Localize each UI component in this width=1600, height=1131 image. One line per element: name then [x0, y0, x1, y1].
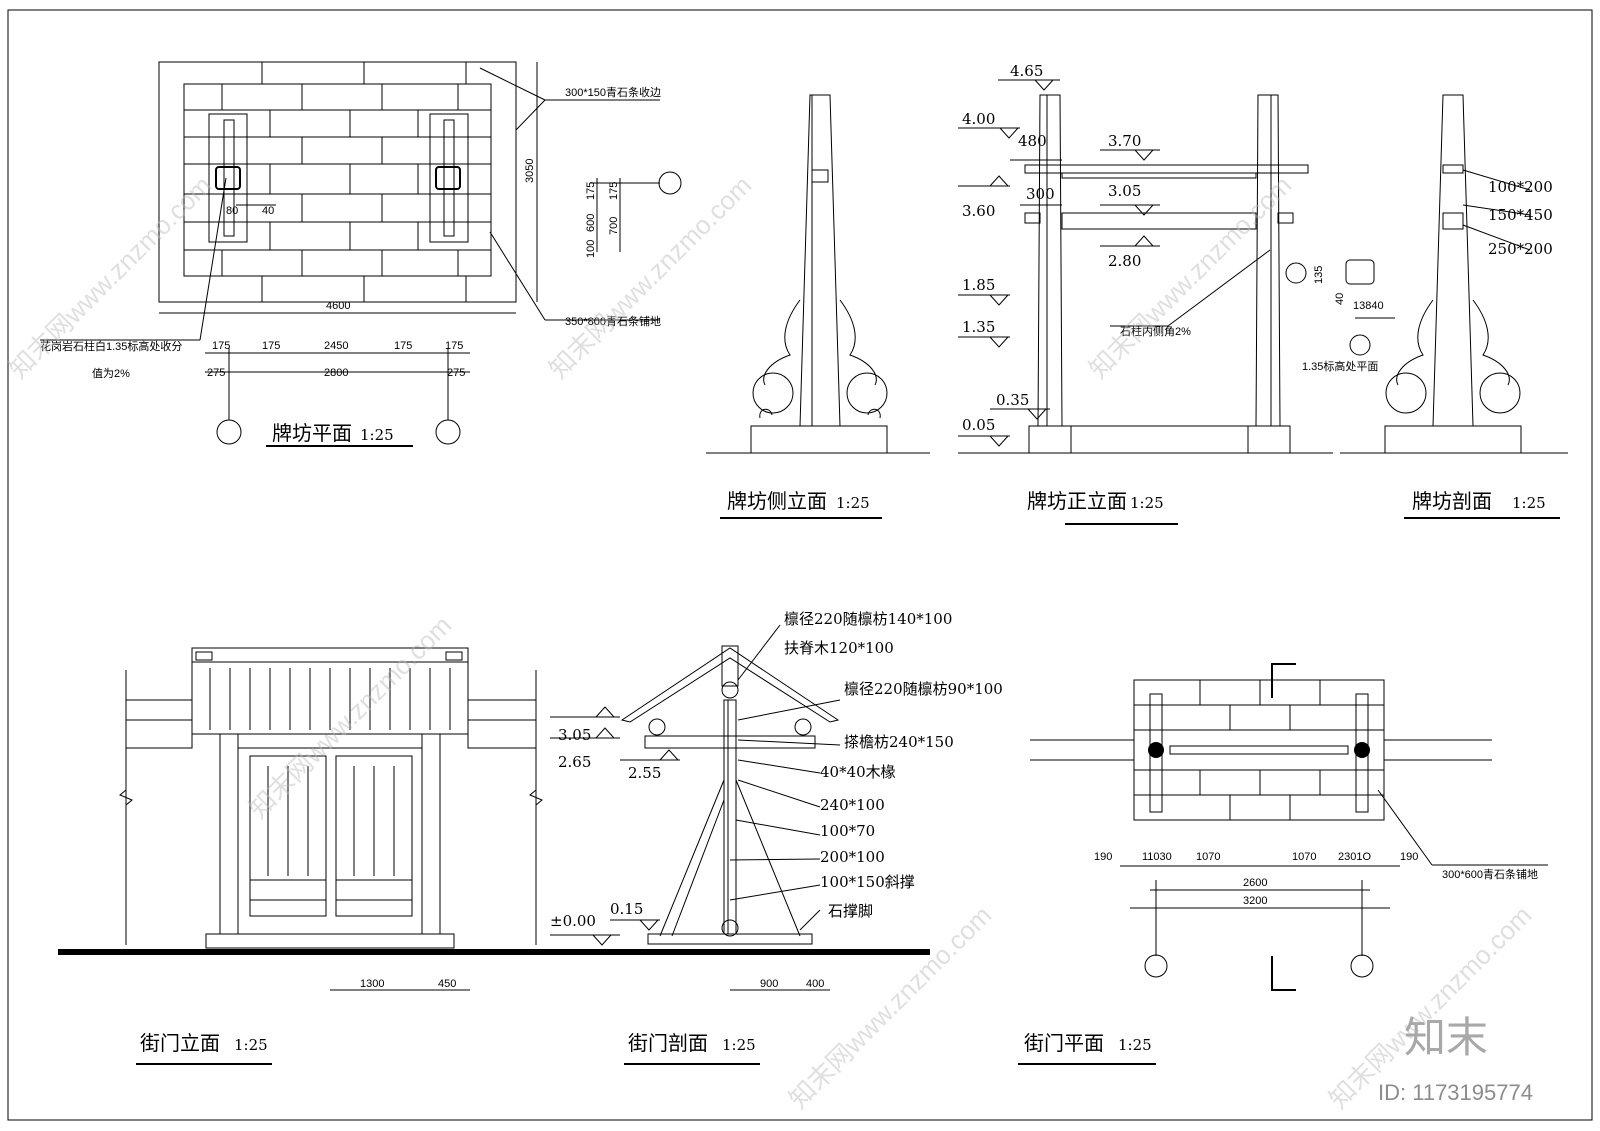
- plan-dim-j: 40: [262, 205, 274, 217]
- front-level-5: 2.80: [1108, 252, 1141, 270]
- gate-sect-title: 街门剖面: [628, 1031, 708, 1055]
- paifang-side-elevation: 牌坊侧立面 1:25: [706, 94, 930, 519]
- section-dim-13840: 13840: [1353, 300, 1384, 312]
- plan-dim-o: 700: [608, 217, 620, 235]
- front-title: 牌坊正立面: [1027, 489, 1127, 513]
- front-level-8: 0.35: [996, 391, 1029, 409]
- paifang-plan: 300*150青石条收边 350*800青石条铺地 花岗岩石柱白1.35标高处收…: [40, 61, 682, 447]
- gate-elev-title: 街门立面: [140, 1031, 220, 1055]
- plan-dim-m: 100: [585, 240, 597, 258]
- front-level-0: 4.65: [1010, 62, 1043, 80]
- plan-dim-g: 2800: [324, 367, 348, 379]
- front-level-6: 1.85: [962, 276, 995, 294]
- gate-plan-note: 300*600青石条铺地: [1442, 867, 1538, 881]
- gate-sect-label-3: 搽檐枋240*150: [844, 733, 954, 751]
- section-title: 牌坊剖面: [1412, 489, 1492, 513]
- gate-sect-level-4: 0.15: [610, 900, 643, 918]
- gate-sect-label-7: 200*100: [820, 848, 885, 866]
- gate-section: 3.05 2.65 2.55 ±0.00 0.15 檩径220随檩枋140*10…: [550, 610, 1003, 1065]
- gate-elev-dim-1300: 1300: [360, 978, 384, 990]
- section-dim-135: 135: [1313, 266, 1325, 284]
- gate-elev-scale: 1:25: [234, 1036, 268, 1054]
- front-note: 石柱内侧角2%: [1120, 324, 1191, 338]
- gate-sect-scale: 1:25: [722, 1036, 756, 1054]
- plan-dim-b: 175: [262, 340, 280, 352]
- sheet-border: [7, 9, 1593, 1121]
- watermark-id: ID: 1173195774: [1378, 1080, 1533, 1105]
- section-scale: 1:25: [1512, 494, 1546, 512]
- section-dim-40: 40: [1334, 293, 1346, 305]
- watermark-logo: 知末: [1404, 1013, 1488, 1062]
- plan-dim-f: 275: [207, 367, 225, 379]
- front-level-4: 3.05: [1108, 182, 1141, 200]
- gate-sect-level-3: ±0.00: [550, 912, 596, 930]
- gate-sect-level-2: 2.55: [628, 764, 661, 782]
- gate-sect-dim-400: 400: [806, 978, 824, 990]
- gate-sect-level-0: 3.05: [558, 726, 591, 744]
- plan-dim-k: 175: [585, 182, 597, 200]
- gate-sect-label-2: 檩径220随檩枋90*100: [844, 680, 1003, 698]
- gate-plan-scale: 1:25: [1118, 1036, 1152, 1054]
- paifang-section: 100*200 150*450 250*200 1.35标高处平面 135 40…: [1285, 94, 1568, 519]
- gate-elev-dim-450: 450: [438, 978, 456, 990]
- plan-title: 牌坊平面: [272, 421, 352, 445]
- watermark-text: 知末网www.znzmo.com: [783, 900, 997, 1114]
- plan-dim-l: 175: [608, 182, 620, 200]
- watermark-text: 知末网www.znzmo.com: [243, 610, 457, 824]
- gate-sect-label-4: 40*40木椽: [820, 763, 896, 781]
- gate-sect-dim-900: 900: [760, 978, 778, 990]
- gate-sect-label-0: 檩径220随檩枋140*100: [784, 610, 952, 628]
- plan-dim-width: 4600: [326, 300, 350, 312]
- front-dim-480: 480: [1018, 132, 1047, 150]
- gate-plan-dim-0: 190: [1094, 851, 1112, 863]
- plan-dim-height: 3050: [524, 159, 536, 183]
- plan-dim-c: 2450: [324, 340, 348, 352]
- gate-plan-dim-5: 190: [1400, 851, 1418, 863]
- gate-sect-level-1: 2.65: [558, 753, 591, 771]
- gate-plan-dim-2: 1070: [1196, 851, 1220, 863]
- gate-sect-label-8: 100*150斜撑: [820, 873, 915, 891]
- gate-plan: 300*600青石条铺地 190 11030 1070 1070 2301O 1…: [1018, 663, 1548, 1065]
- front-level-3: 3.60: [962, 202, 995, 220]
- gate-elevation: 1300 450 街门立面 1:25: [58, 647, 930, 1065]
- gate-sect-label-9: 石撑脚: [828, 902, 873, 920]
- plan-note-column: 花岗岩石柱白1.35标高处收分: [40, 339, 182, 353]
- gate-sect-label-5: 240*100: [820, 796, 885, 814]
- side-title: 牌坊侧立面: [727, 489, 827, 513]
- gate-plan-dim-1: 11030: [1142, 851, 1172, 863]
- gate-plan-dim-3: 1070: [1292, 851, 1316, 863]
- plan-dim-h: 275: [447, 367, 465, 379]
- front-scale: 1:25: [1130, 494, 1164, 512]
- plan-dim-n: 600: [585, 214, 597, 232]
- plan-dim-e: 175: [445, 340, 463, 352]
- plan-note-value: 值为2%: [92, 367, 130, 380]
- plan-note-paving: 350*800青石条铺地: [565, 314, 661, 328]
- section-label-0: 100*200: [1488, 178, 1553, 196]
- gate-plan-dim-7: 3200: [1243, 895, 1267, 907]
- gate-plan-dim-6: 2600: [1243, 877, 1267, 889]
- front-level-2: 3.70: [1108, 132, 1141, 150]
- side-scale: 1:25: [836, 494, 870, 512]
- gate-sect-label-1: 扶脊木120*100: [784, 639, 894, 657]
- front-level-9: 0.05: [962, 416, 995, 434]
- plan-dim-i: 80: [226, 205, 238, 217]
- plan-scale: 1:25: [360, 426, 394, 444]
- section-note: 1.35标高处平面: [1302, 359, 1378, 373]
- front-dim-300: 300: [1026, 185, 1055, 203]
- watermark-text: 知末网www.znzmo.com: [543, 170, 757, 384]
- watermark-layer: 知末网www.znzmo.com 知末网www.znzmo.com 知末网www…: [3, 170, 1537, 1114]
- section-label-2: 250*200: [1488, 240, 1553, 258]
- gate-plan-title: 街门平面: [1024, 1031, 1104, 1055]
- section-label-1: 150*450: [1488, 206, 1553, 224]
- plan-note-edge: 300*150青石条收边: [565, 85, 661, 99]
- front-level-7: 1.35: [962, 318, 995, 336]
- paifang-front-elevation: 4.65 4.00 3.70 3.60 3.05 2.80 1.85 1.35 …: [958, 62, 1333, 525]
- front-level-1: 4.00: [962, 110, 995, 128]
- plan-dim-d: 175: [394, 340, 412, 352]
- gate-sect-label-6: 100*70: [820, 822, 875, 840]
- watermark-text: 知末网www.znzmo.com: [1083, 170, 1297, 384]
- gate-plan-dim-4: 2301O: [1338, 851, 1371, 863]
- plan-dim-a: 175: [212, 340, 230, 352]
